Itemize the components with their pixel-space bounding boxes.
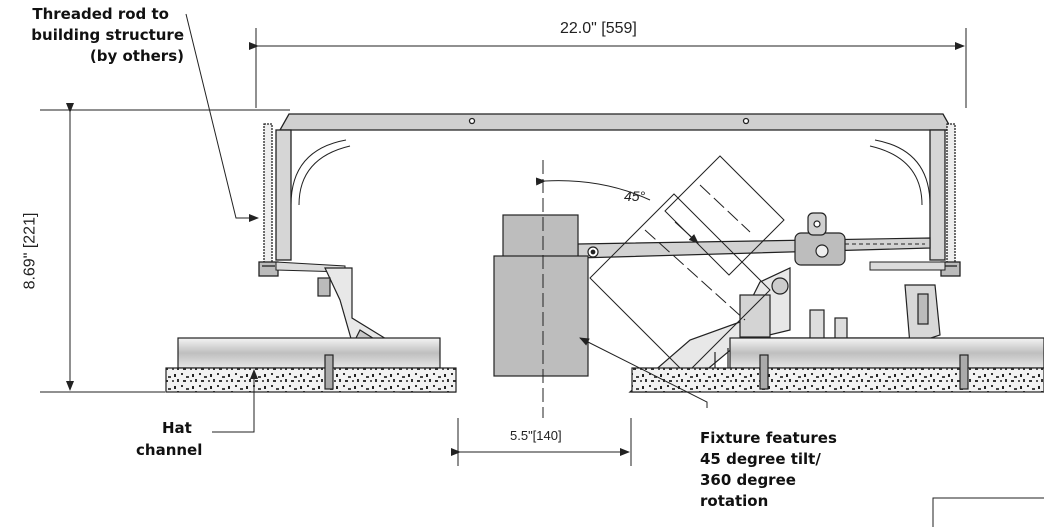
tilted-fixture-outline (589, 155, 785, 375)
height-dimension-label: 8.69" [221] (21, 212, 39, 290)
aperture-dimension-label: 5.5"[140] (510, 428, 562, 443)
tilt-angle-label: 45° (624, 188, 646, 204)
fixture-line-1: Fixture features (700, 429, 837, 447)
fixture-line-2: 45 degree tilt/ (700, 450, 821, 468)
leader-lines (185, 13, 708, 433)
hanger-frame (258, 113, 961, 277)
hat-channel-line-2: channel (136, 441, 203, 459)
width-dimension (249, 28, 967, 108)
fixture-line-4: rotation (700, 492, 769, 510)
ceiling-tile-left (165, 367, 457, 393)
ceiling-assembly (165, 337, 1044, 393)
aperture-dimension (451, 418, 632, 466)
right-trim-housing (628, 267, 941, 393)
height-dimension (40, 103, 290, 393)
tilt-angle-arc (535, 177, 651, 201)
hat-channel-right (729, 337, 1044, 369)
threaded-rod-line-1: Threaded rod to (32, 5, 169, 23)
hat-channel-line-1: Hat (162, 419, 192, 437)
tilt-angle-pointer (674, 221, 699, 244)
threaded-rod-line-3: (by others) (89, 47, 184, 65)
ceiling-tile-right (631, 367, 1044, 393)
threaded-rod-line-2: building structure (31, 26, 184, 44)
title-block-corner (932, 497, 1044, 527)
fixture-line-3: 360 degree (700, 471, 796, 489)
tilt-arm (577, 212, 931, 266)
width-dimension-label: 22.0" [559] (560, 20, 637, 37)
fixture-body (493, 214, 589, 377)
hat-channel-left (177, 337, 441, 369)
